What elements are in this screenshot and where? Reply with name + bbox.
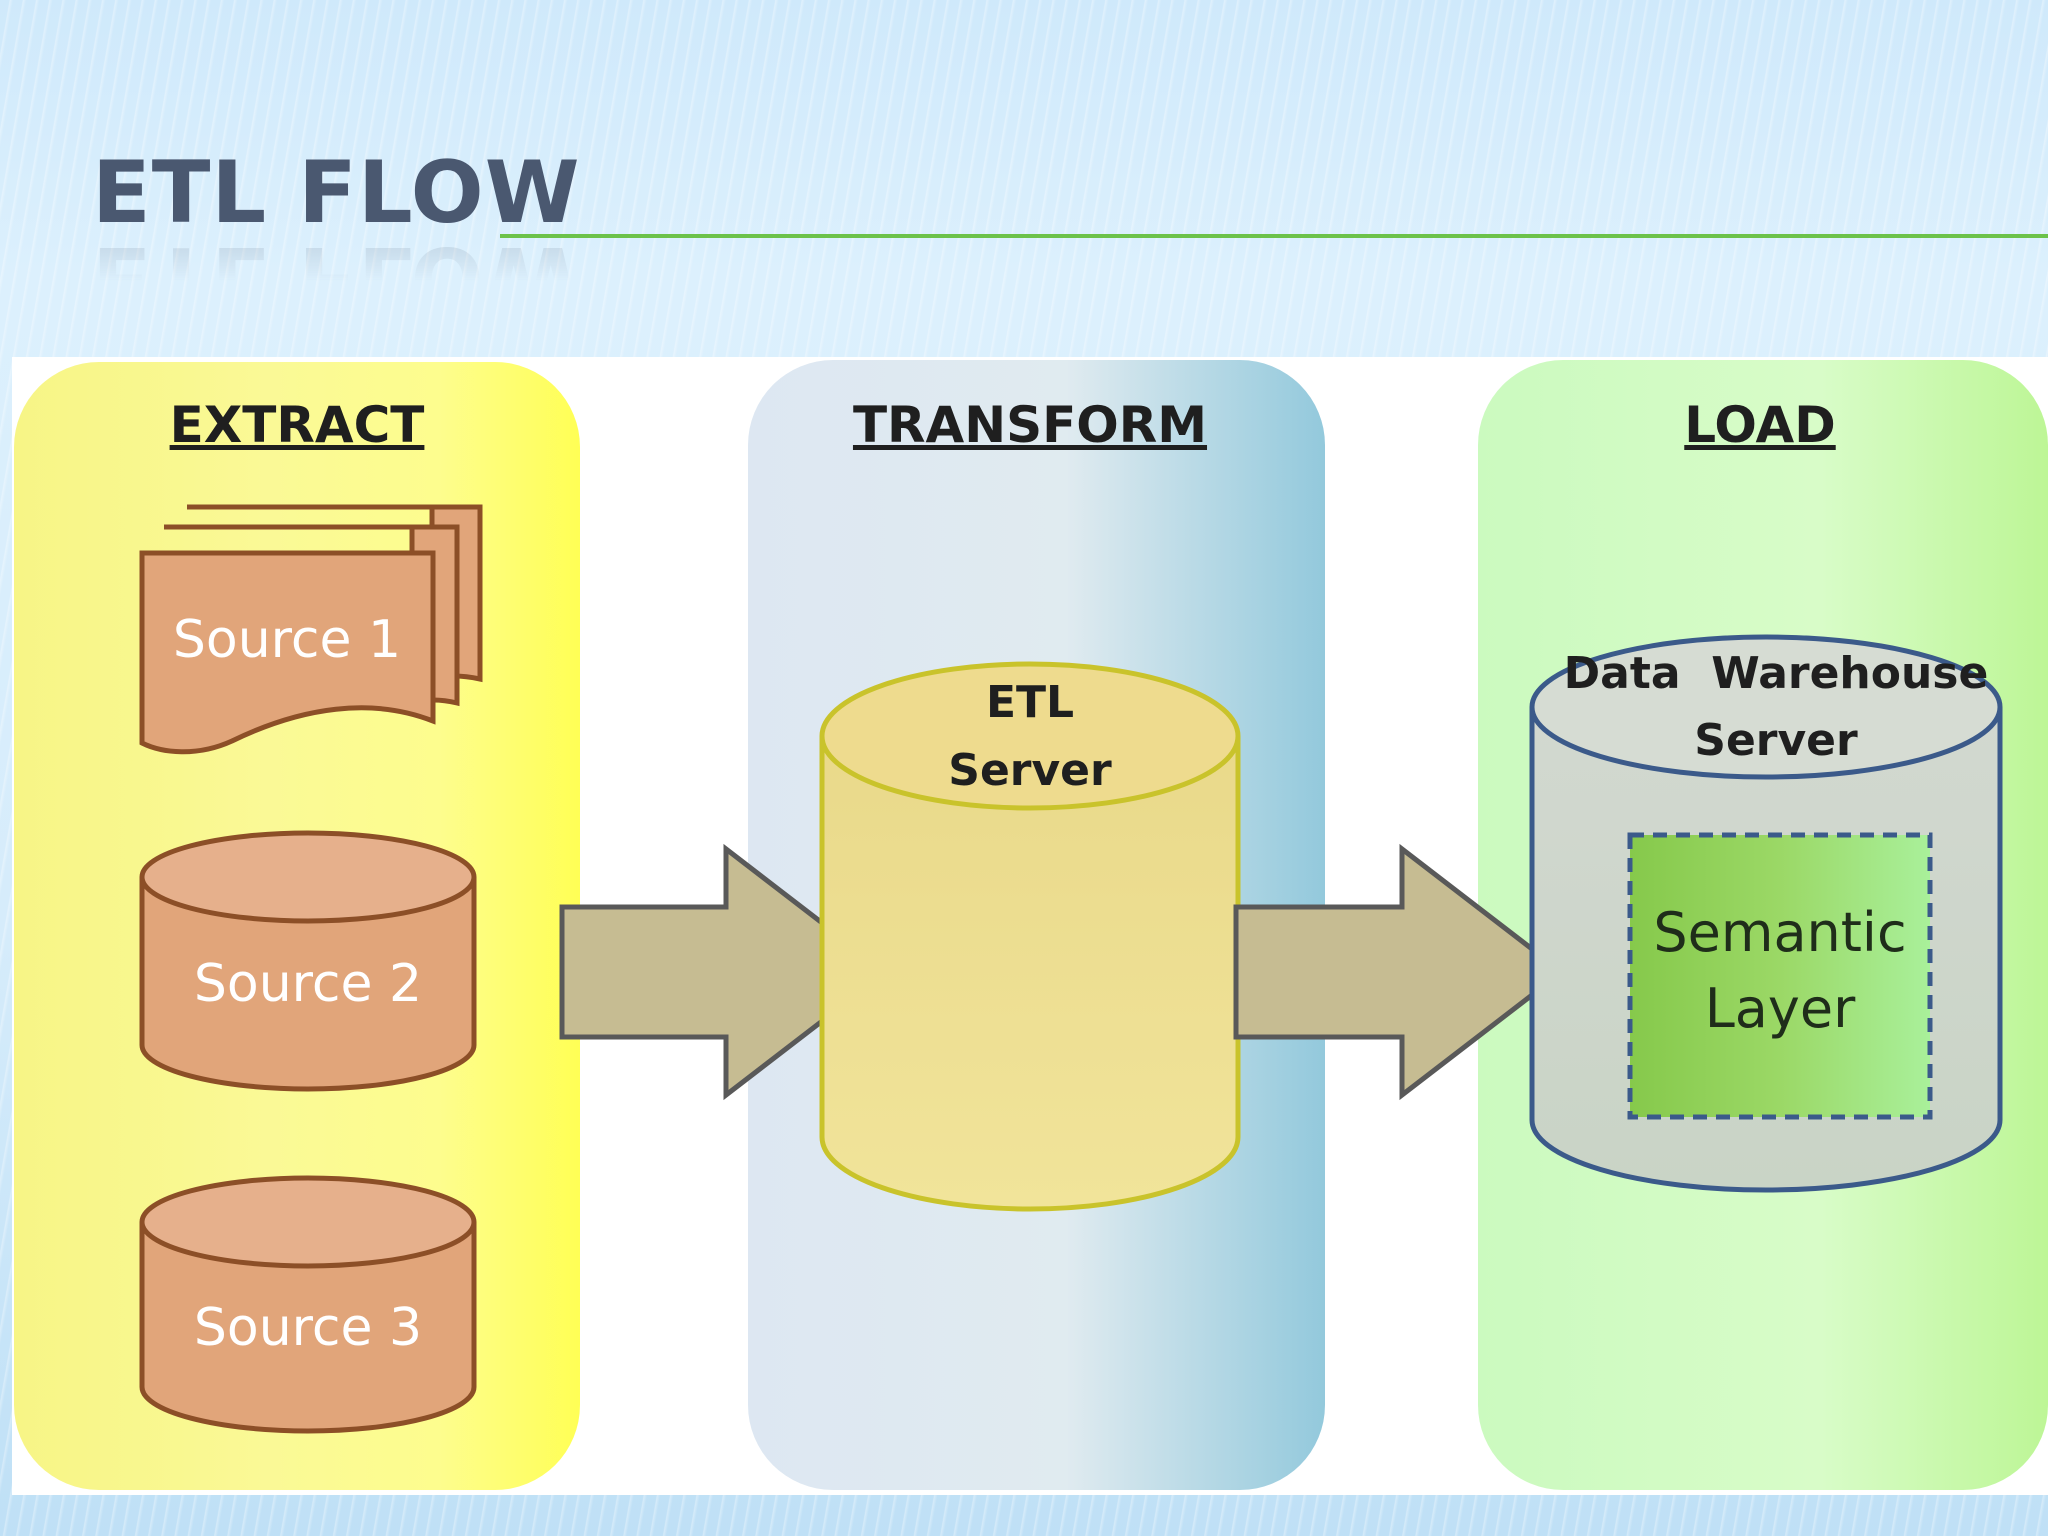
title-reflection: ETL FLOW xyxy=(92,227,581,327)
semantic-layer-box xyxy=(1627,832,1933,1120)
title-underline xyxy=(500,234,2048,238)
source-1-documents xyxy=(139,504,483,755)
title-block: ETL FLOW ETL FLOW xyxy=(92,143,581,327)
etl-server-cylinder xyxy=(819,661,1241,1212)
source-3-label: Source 3 xyxy=(194,1298,422,1358)
slide-title: ETL FLOW xyxy=(92,143,581,243)
transform-heading: TRANSFORM xyxy=(853,396,1207,454)
etl-server-label-line2: Server xyxy=(948,745,1112,796)
warehouse-label-line1: Data Warehouse xyxy=(1564,648,1989,699)
arrow-transform-to-load xyxy=(1233,843,1567,1101)
source-3-cylinder xyxy=(139,1175,477,1434)
etl-server-label-line1: ETL xyxy=(986,677,1074,728)
etl-diagram: EXTRACT TRANSFORM LOAD Source 1 Source 2… xyxy=(12,357,2048,1495)
semantic-layer-label-line1: Semantic xyxy=(1653,901,1906,964)
source-2-cylinder xyxy=(139,830,477,1092)
arrow-extract-to-transform xyxy=(559,843,891,1101)
source-1-label: Source 1 xyxy=(173,610,401,670)
warehouse-label-line2: Server xyxy=(1694,715,1858,766)
load-heading: LOAD xyxy=(1684,396,1835,454)
semantic-layer-label-line2: Layer xyxy=(1705,977,1856,1040)
extract-heading: EXTRACT xyxy=(170,396,425,454)
source-2-label: Source 2 xyxy=(194,954,422,1014)
